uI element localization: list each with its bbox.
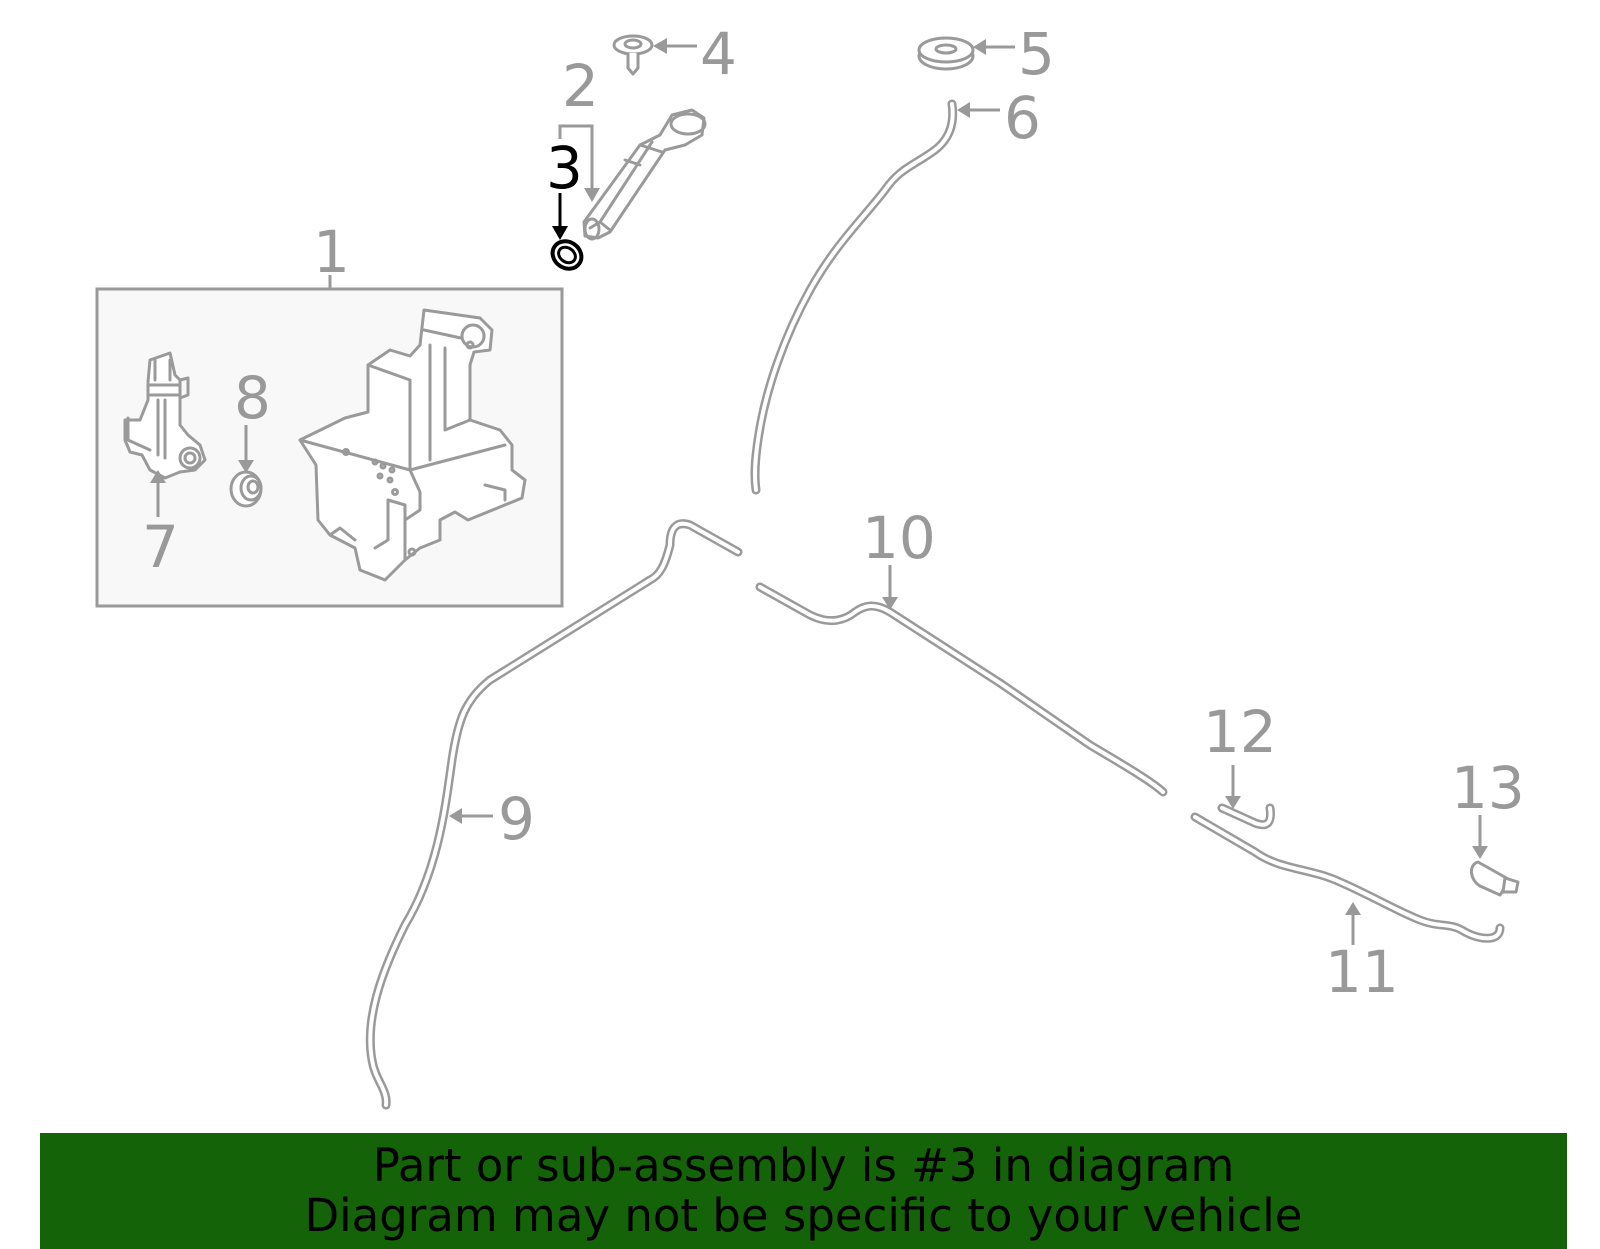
callout-5: 5 [1018,20,1055,88]
banner-line-2: Diagram may not be specific to your vehi… [304,1189,1303,1242]
reservoir-tank-illustration [298,308,527,582]
part-12-joint[interactable]: 12 [1203,698,1277,830]
callout-9: 9 [498,785,535,853]
part-3-o-ring[interactable]: 3 [546,134,587,274]
callout-7: 7 [142,513,179,581]
callout-11: 11 [1325,938,1399,1006]
callout-2: 2 [562,52,599,120]
part-4-clip[interactable]: 4 [612,20,737,88]
callout-3: 3 [546,134,583,202]
part-11-hose[interactable]: 11 [1190,812,1505,1006]
part-13-nozzle[interactable]: 13 [1451,754,1525,897]
part-6-hose[interactable]: 6 [750,84,1041,495]
info-banner: Part or sub-assembly is #3 in diagram Di… [40,1133,1567,1249]
part-5-cap[interactable]: 5 [917,20,1055,88]
part-8-grommet[interactable]: 8 [229,364,271,508]
callout-12: 12 [1203,698,1277,766]
callout-4: 4 [700,20,737,88]
part-10-hose[interactable]: 10 [755,504,1168,797]
part-9-hose[interactable]: 9 [365,519,743,1110]
banner-line-1: Part or sub-assembly is #3 in diagram [372,1139,1235,1192]
callout-13: 13 [1451,754,1525,822]
callout-8: 8 [234,364,271,432]
callout-6: 6 [1004,84,1041,152]
part-2-filler-neck[interactable]: 2 [558,52,707,241]
callout-1: 1 [313,218,350,286]
callout-10: 10 [862,504,936,572]
part-1-reservoir-assembly[interactable]: 1 7 [95,218,564,608]
part-7-washer-pump[interactable]: 7 [123,351,207,581]
